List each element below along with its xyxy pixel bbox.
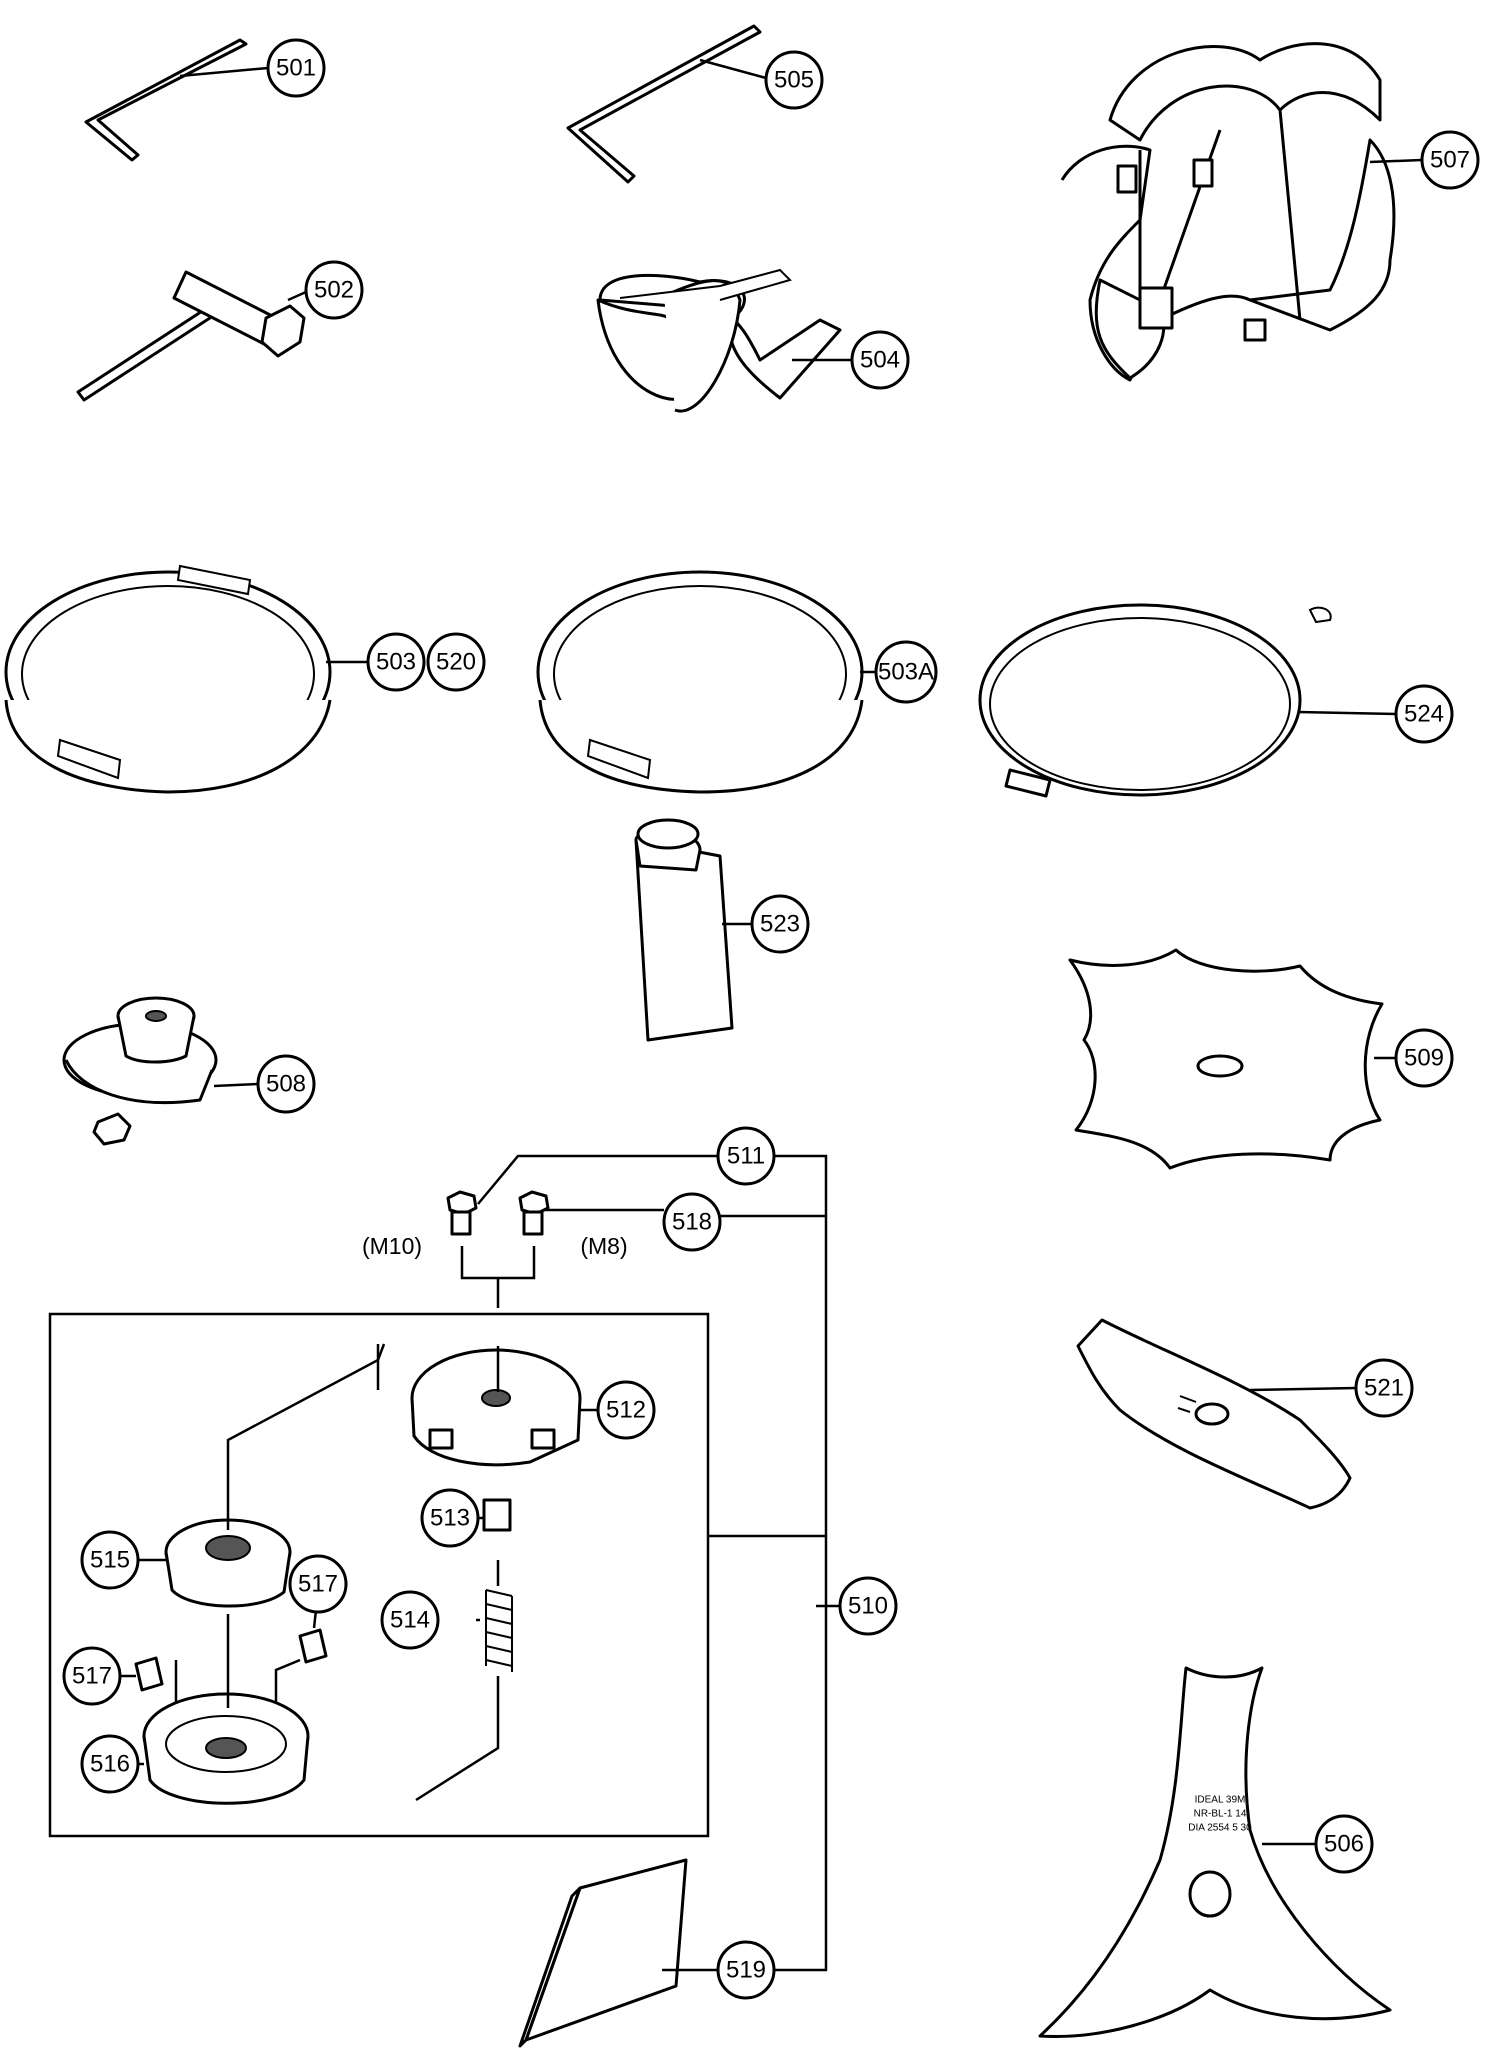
spool-part-515 (138, 1343, 386, 1608)
socket-wrench-part-502 (76, 270, 307, 402)
cover-part-512 (410, 1346, 598, 1467)
callout-514[interactable]: 514 (380, 1590, 440, 1650)
callout-510[interactable]: 510 (838, 1576, 898, 1636)
svg-text:502: 502 (314, 277, 354, 304)
blade-part-509 (1068, 948, 1396, 1170)
callout-518[interactable]: 518 (662, 1192, 722, 1252)
kit-510-box (48, 1312, 710, 1838)
svg-text:503: 503 (376, 649, 416, 676)
callout-521[interactable]: 521 (1354, 1358, 1414, 1418)
holder-part-508 (62, 996, 259, 1146)
callout-501[interactable]: 501 (266, 38, 326, 98)
svg-text:505: 505 (774, 67, 814, 94)
bolt-part-511 (446, 1190, 478, 1236)
svg-text:517: 517 (298, 1571, 338, 1598)
svg-text:521: 521 (1364, 1375, 1404, 1402)
kit-510-leaders (460, 1154, 840, 1972)
eyelet-part-517-right (274, 1609, 328, 1710)
hex-key-part-501 (84, 38, 269, 162)
callout-516[interactable]: 516 (80, 1734, 140, 1794)
label-m8: (M8) (580, 1233, 627, 1259)
svg-text:508: 508 (266, 1071, 306, 1098)
blade-506-text-line-3: DIA 2554 5 30 (1188, 1823, 1252, 1834)
bolt-part-518 (518, 1190, 550, 1236)
svg-text:524: 524 (1404, 701, 1444, 728)
blade-part-506: IDEAL 39M NR-BL-1 14 DIA 2554 5 30 (1038, 1666, 1392, 2038)
svg-text:501: 501 (276, 55, 316, 82)
svg-text:503A: 503A (878, 659, 934, 686)
callout-503a[interactable]: 503A (874, 640, 938, 704)
svg-text:515: 515 (90, 1547, 130, 1574)
callout-519[interactable]: 519 (716, 1940, 776, 2000)
callout-505[interactable]: 505 (764, 50, 824, 110)
housing-part-516 (138, 1614, 310, 1805)
eyelet-part-517-left (120, 1656, 178, 1710)
blade-part-521 (1076, 1318, 1357, 1510)
blade-506-text-line-2: NR-BL-1 14 (1194, 1809, 1247, 1820)
callout-512[interactable]: 512 (596, 1380, 656, 1440)
svg-text:517: 517 (72, 1663, 112, 1690)
svg-text:509: 509 (1404, 1045, 1444, 1072)
guard-ring-part-524 (978, 603, 1397, 798)
callout-502[interactable]: 502 (304, 260, 364, 320)
callout-504[interactable]: 504 (850, 330, 910, 390)
nut-part-513 (478, 1498, 512, 1532)
blade-506-text-line-1: IDEAL 39M (1195, 1795, 1246, 1806)
callout-524[interactable]: 524 (1394, 684, 1454, 744)
callout-517-right[interactable]: 517 (288, 1554, 348, 1614)
svg-text:510: 510 (848, 1593, 888, 1620)
svg-text:507: 507 (1430, 147, 1470, 174)
svg-text:514: 514 (390, 1607, 430, 1634)
spring-part-514 (415, 1560, 513, 1802)
guard-ring-part-503-520 (4, 564, 368, 794)
callout-520[interactable]: 520 (426, 632, 486, 692)
svg-text:516: 516 (90, 1751, 130, 1778)
callout-511[interactable]: 511 (716, 1126, 776, 1186)
callout-515[interactable]: 515 (80, 1530, 140, 1590)
callout-517-left[interactable]: 517 (62, 1646, 122, 1706)
svg-text:513: 513 (430, 1505, 470, 1532)
callout-507[interactable]: 507 (1420, 130, 1480, 190)
svg-text:504: 504 (860, 347, 900, 374)
svg-text:519: 519 (726, 1957, 766, 1984)
label-m10: (M10) (362, 1233, 422, 1259)
manual-part-519 (518, 1858, 718, 2048)
harness-part-507 (1060, 42, 1423, 382)
callout-506[interactable]: 506 (1314, 1814, 1374, 1874)
svg-text:506: 506 (1324, 1831, 1364, 1858)
svg-text:520: 520 (436, 649, 476, 676)
callout-523[interactable]: 523 (750, 894, 810, 954)
svg-text:511: 511 (727, 1143, 765, 1170)
svg-text:523: 523 (760, 911, 800, 938)
hex-key-part-505 (566, 24, 767, 184)
callout-508[interactable]: 508 (256, 1054, 316, 1114)
callout-503[interactable]: 503 (366, 632, 426, 692)
guard-ring-part-503a (536, 570, 876, 794)
safety-goggles-part-504 (596, 268, 852, 413)
oil-bottle-part-523 (634, 818, 752, 1042)
callout-513[interactable]: 513 (420, 1488, 480, 1548)
svg-text:518: 518 (672, 1209, 712, 1236)
callout-509[interactable]: 509 (1394, 1028, 1454, 1088)
svg-text:512: 512 (606, 1397, 646, 1424)
